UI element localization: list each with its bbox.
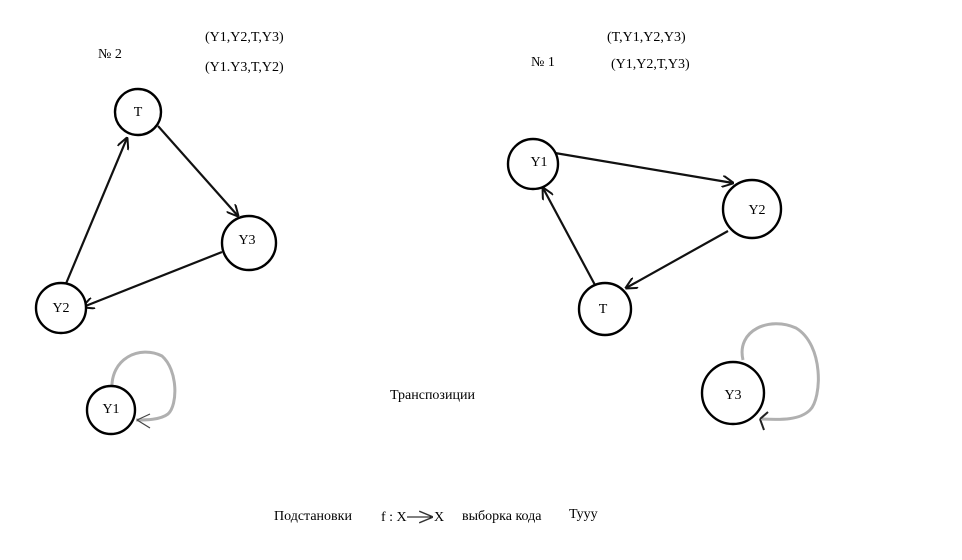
node-y1-label: Y1 (530, 155, 547, 170)
node-t: T (113, 87, 163, 137)
node-y2-label: Y2 (748, 203, 765, 218)
diagram-2-perm-1: (Y1,Y2,T,Y3) (205, 30, 284, 45)
node-t: T (577, 281, 633, 337)
loop-y1-arrow-a (136, 413, 151, 421)
loop-y1-arrow-b (136, 419, 151, 429)
footer: Подстановки f : X X выборка кода Tyyy (274, 507, 598, 525)
node-y2: Y2 (721, 178, 783, 240)
node-y1-label: Y1 (102, 402, 119, 417)
node-t-label: T (599, 302, 608, 317)
node-y2: Y2 (34, 281, 88, 335)
edge-t-to-y3 (157, 125, 238, 216)
node-t-label: T (134, 105, 143, 120)
diagram-2-number: № 2 (98, 47, 122, 62)
node-y3-label: Y3 (724, 388, 741, 403)
loop-y3-arrow-b (759, 418, 765, 431)
mapping-f-label: f : X (381, 510, 407, 525)
transpositions-label: Транспозиции (390, 388, 475, 403)
node-y1: Y1 (506, 137, 560, 191)
substitutions-label: Подстановки (274, 509, 352, 524)
node-y2-label: Y2 (52, 301, 69, 316)
node-y3: Y3 (220, 214, 278, 272)
node-y1: Y1 (85, 384, 137, 436)
loop-y3-arrow-a (759, 411, 769, 420)
mapping-x-label: X (434, 510, 444, 525)
code-label: Tyyy (569, 507, 598, 522)
edge-y2-to-t (626, 230, 729, 288)
diagram-2-perm-2: (Y1.Y3,T,Y2) (205, 60, 284, 75)
edge-t-to-y1 (543, 188, 596, 286)
edge-y3-to-y2 (83, 250, 223, 307)
sampling-label: выборка кода (462, 509, 542, 524)
diagram-1: № 1 (T,Y1,Y2,Y3) (Y1,Y2,T,Y3) Y1 Y2 T Y3 (506, 30, 820, 431)
edge-y2-to-t (63, 138, 127, 287)
node-y3: Y3 (700, 360, 766, 426)
diagram-2: № 2 (Y1,Y2,T,Y3) (Y1.Y3,T,Y2) T Y3 Y2 Y1 (34, 30, 284, 436)
node-y3-label: Y3 (238, 233, 255, 248)
diagram-1-perm-2: (Y1,Y2,T,Y3) (611, 57, 690, 72)
loop-y1 (110, 350, 177, 422)
diagram-1-perm-1: (T,Y1,Y2,Y3) (607, 30, 686, 45)
diagram-1-number: № 1 (531, 55, 555, 70)
loop-y3 (740, 322, 820, 421)
edge-y1-to-y2 (554, 151, 733, 183)
